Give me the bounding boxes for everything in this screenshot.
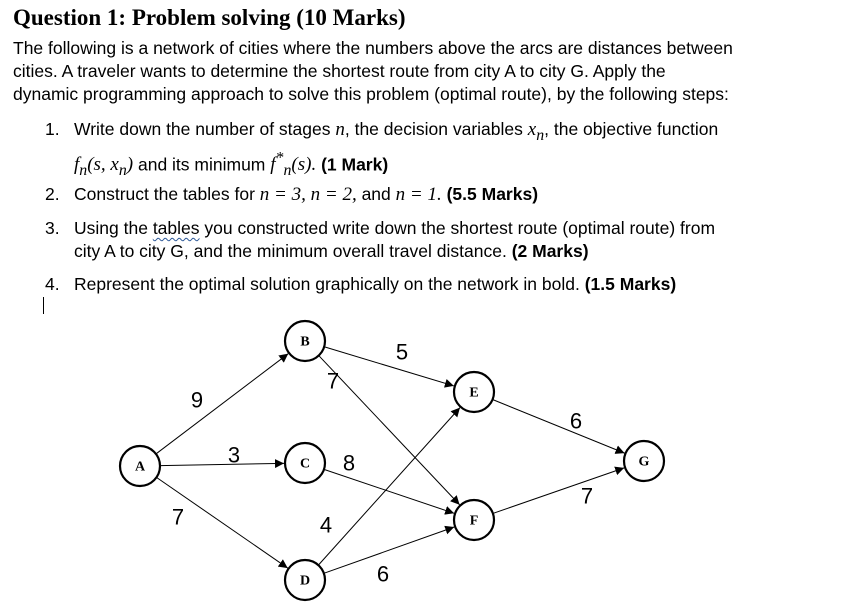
step-2: 2. Construct the tables for n = 3, n = 2,… [45,183,538,206]
edge-e-g [492,399,625,454]
edge-weight-c-f: 8 [343,451,355,476]
city-node-circle [118,444,162,488]
math-function-min: f*n(s). [270,149,317,179]
edge-weight-a-c: 3 [228,443,240,468]
step-marks: (1.5 Marks) [584,274,677,294]
step-number: 2. [45,184,60,204]
city-node-label: F [470,514,479,529]
edge-weight-b-f: 7 [327,369,339,394]
edge-weight-a-b: 9 [191,388,203,413]
city-node-circle [622,439,666,483]
city-node-circle [452,498,496,542]
step-text: , the objective function [544,119,719,139]
math-equation: n = 1. [395,184,442,205]
city-node-a: A [118,444,162,488]
edge-d-f [323,525,455,574]
edge-b-f [318,355,460,506]
city-node-f: F [452,498,496,542]
city-node-label: D [300,574,310,589]
step-text: and its minimum [137,154,266,175]
step-marks: (1 Mark) [321,154,389,175]
edge-weight-e-g: 6 [570,409,582,434]
step-text: and [361,184,391,204]
intro-line: dynamic programming approach to solve th… [13,84,729,104]
question-intro: The following is a network of cities whe… [13,37,858,106]
intro-line: cities. A traveler wants to determine th… [13,61,666,81]
step-text: Construct the tables for [74,184,255,204]
math-var: xn [527,119,545,144]
city-node-c: C [283,441,327,485]
step-number: 1. [45,119,60,139]
step-text: , the decision variables [344,119,523,139]
city-node-b: B [283,319,327,363]
step-text: Write down the number of stages [74,119,331,139]
city-node-circle [452,370,496,414]
city-node-label: E [469,386,478,401]
city-node-label: C [300,457,310,472]
city-node-circle [283,319,327,363]
step-text: city A to city G, and the minimum overal… [74,241,507,261]
math-var: n [335,119,345,140]
step-text: you constructed write down the shortest … [204,218,716,238]
edge-d-e [317,407,461,566]
step-marks: (5.5 Marks) [446,184,539,204]
edge-c-f [323,468,455,515]
edge-a-b [155,353,289,455]
step-number: 4. [45,274,60,294]
city-node-circle [283,441,327,485]
edge-b-e [324,346,455,388]
city-node-d: D [283,558,327,602]
step-text: Represent the optimal solution graphical… [74,274,580,294]
intro-line: The following is a network of cities whe… [13,38,733,58]
edge-weight-f-g: 7 [581,484,593,509]
edge-weight-d-e: 4 [320,513,332,538]
city-node-g: G [622,439,666,483]
step-3: 3. Using the tables you constructed write… [45,217,715,263]
edge-weight-b-e: 5 [396,340,408,365]
step-4: 4. Represent the optimal solution graphic… [45,273,676,296]
spellcheck-word[interactable]: tables [152,218,200,238]
question-title: Question 1: Problem solving (10 Marks) [13,5,406,30]
edge-weight-a-d: 7 [172,505,184,530]
edge-a-d [156,476,289,569]
edge-weight-d-f: 6 [377,562,389,587]
city-node-circle [283,558,327,602]
city-node-label: B [300,335,309,350]
step-text: Using the [74,218,148,238]
math-function: fn(s, xn) [74,154,134,179]
step-1: 1.Write down the number of stages n, the… [45,118,718,182]
city-node-label: A [135,460,146,475]
step-marks: (2 Marks) [511,241,589,261]
city-node-e: E [452,370,496,414]
edge-a-c [159,459,285,469]
edge-f-g [492,466,625,514]
math-equation: n = 3, n = 2, [259,184,357,205]
city-node-label: G [639,455,650,470]
step-number: 3. [45,218,60,238]
text-cursor [43,297,44,314]
